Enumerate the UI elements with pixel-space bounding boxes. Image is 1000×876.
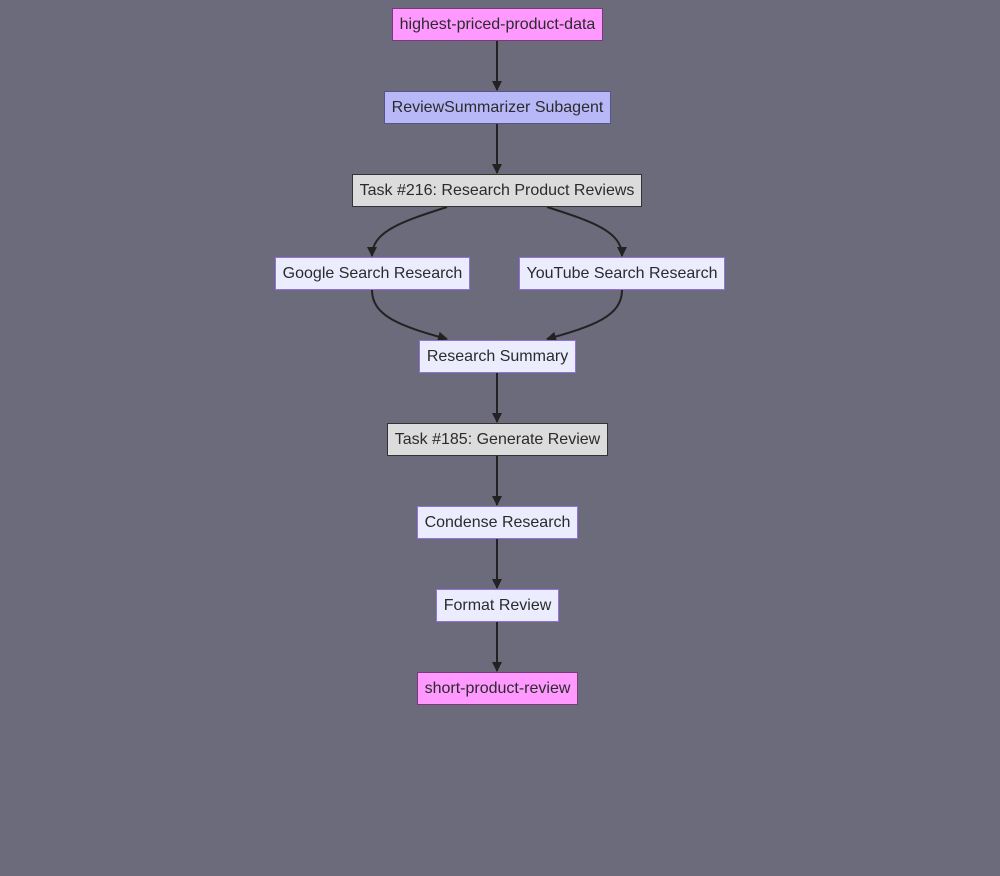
node-youtube-search-research: YouTube Search Research (519, 257, 725, 290)
node-condense-research: Condense Research (417, 506, 578, 539)
edge-task-research-to-google (367, 206, 448, 257)
node-task-research-product-reviews: Task #216: Research Product Reviews (352, 174, 642, 207)
node-google-search-research: Google Search Research (275, 257, 470, 290)
edge-youtube-to-summary (546, 289, 623, 342)
node-review-summarizer-subagent: ReviewSummarizer Subagent (384, 91, 611, 124)
node-format-review: Format Review (436, 589, 559, 622)
node-highest-priced-product-data: highest-priced-product-data (392, 8, 603, 41)
node-short-product-review: short-product-review (417, 672, 578, 705)
node-task-generate-review: Task #185: Generate Review (387, 423, 608, 456)
edge-google-to-summary (371, 289, 448, 342)
node-research-summary: Research Summary (419, 340, 576, 373)
edge-task-research-to-youtube (546, 206, 627, 257)
